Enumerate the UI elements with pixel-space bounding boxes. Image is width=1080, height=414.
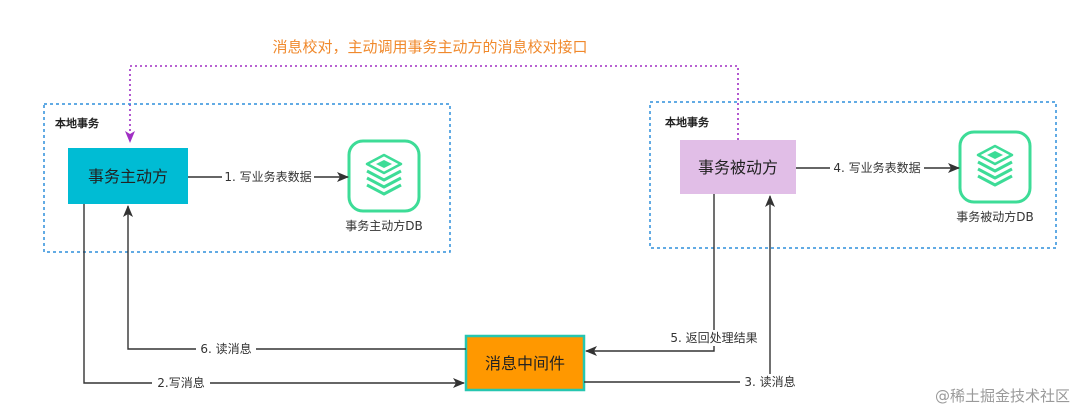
edge-label-bg	[222, 169, 314, 185]
edge-label-6: 6. 读消息	[200, 341, 251, 356]
diagram-title: 消息校对，主动调用事务主动方的消息校对接口	[272, 38, 587, 56]
group-label-left: 本地事务	[55, 116, 100, 130]
node-message-middleware-label: 消息中间件	[485, 354, 565, 373]
database-icon	[958, 130, 1032, 204]
db-active-label: 事务主动方DB	[345, 218, 422, 233]
node-message-middleware	[464, 334, 586, 392]
edge-return-result	[585, 194, 715, 356]
edge-label-1: 1. 写业务表数据	[224, 169, 311, 184]
node-passive-party	[680, 140, 796, 194]
edge-label-bg	[152, 375, 210, 391]
edge-read-message-3	[584, 195, 775, 383]
db-passive-label: 事务被动方DB	[956, 209, 1033, 224]
edge-label-bg	[830, 160, 924, 176]
edge-label-bg	[196, 341, 256, 357]
edge-label-3: 3. 读消息	[744, 374, 795, 389]
edge-label-4: 4. 写业务表数据	[833, 160, 920, 175]
database-icon	[347, 139, 421, 213]
edge-label-2: 2.写消息	[157, 375, 204, 390]
node-active-party-label: 事务主动方	[88, 167, 168, 186]
local-transaction-group-left	[43, 103, 451, 253]
watermark: @稀土掘金技术社区	[934, 387, 1070, 405]
group-label-right: 本地事务	[665, 115, 710, 129]
node-passive-party-label: 事务被动方	[698, 158, 778, 177]
node-active-party	[68, 148, 188, 204]
edge-write-message	[83, 204, 465, 388]
edge-read-message-6	[123, 205, 466, 350]
edge-label-bg	[666, 330, 762, 346]
edge-label-bg	[740, 374, 798, 390]
edge-label-5: 5. 返回处理结果	[670, 331, 757, 345]
